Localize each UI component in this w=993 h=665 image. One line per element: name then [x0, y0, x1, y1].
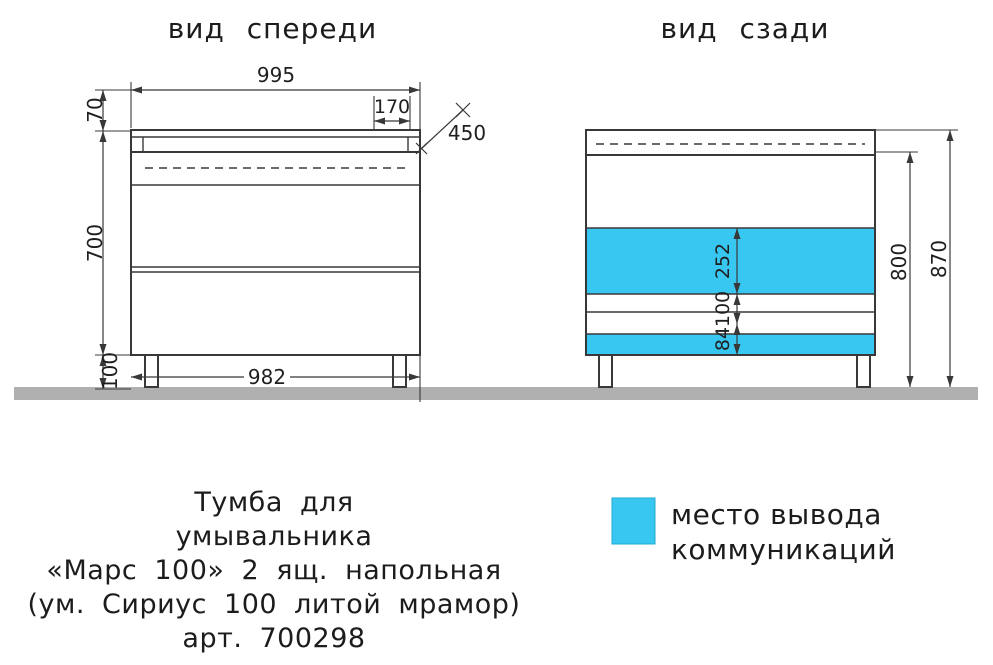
legend-swatch — [611, 497, 656, 545]
caption-line-4: (ум. Сириус 100 литой мрамор) — [27, 589, 521, 620]
label-backplate — [244, 366, 290, 387]
communication-zone-upper — [587, 228, 874, 294]
legend: место вывода коммуникаций — [611, 497, 896, 567]
cabinet-back — [585, 129, 876, 388]
countertop-front — [130, 129, 421, 153]
communication-zone-lower — [587, 334, 874, 355]
leg-front-left — [144, 354, 159, 388]
leg-front-right — [392, 354, 407, 388]
cabinet-front — [130, 129, 421, 388]
caption-line-3: «Марс 100» 2 ящ. напольная — [46, 555, 502, 586]
countertop-back — [585, 129, 876, 156]
ground-line — [14, 387, 978, 400]
dim-label-top-height: 70 — [83, 97, 107, 122]
dim-label-cutout-gap: 100 — [712, 291, 734, 327]
cabinet-front-body — [130, 151, 421, 356]
back-extension-lines — [875, 129, 958, 153]
leg-back-right — [856, 354, 871, 388]
leg-back-left — [598, 354, 613, 388]
front-view-title: вид спереди — [167, 12, 378, 45]
dim-label-basin-offset: 170 — [374, 96, 410, 118]
back-view-drawing — [585, 129, 958, 388]
depth-dimension-oblique — [415, 102, 471, 155]
dim-label-body-height: 700 — [83, 224, 107, 262]
dim-label-cutout-lower: 84 — [712, 327, 734, 351]
back-view-title: вид сзади — [660, 12, 830, 45]
dim-label-width-top: 995 — [257, 63, 295, 87]
dim-label-depth: 450 — [448, 121, 486, 145]
dim-label-inner-height: 800 — [887, 243, 911, 281]
legend-label: место вывода коммуникаций — [671, 497, 896, 567]
drawing-svg: 995 70 170 450 700 100 982 — [14, 63, 978, 402]
dim-label-total-height: 870 — [927, 240, 951, 278]
dim-label-cutout-height: 252 — [712, 243, 734, 279]
caption-line-5: арт. 700298 — [182, 623, 366, 654]
legend-label-line-2: коммуникаций — [671, 533, 896, 566]
front-view-drawing — [95, 82, 471, 402]
caption-line-2: умывальника — [175, 521, 373, 552]
dim-label-width-bottom: 982 — [248, 365, 286, 389]
dim-label-leg-height: 100 — [98, 352, 122, 390]
legend-label-line-1: место вывода — [671, 498, 882, 531]
caption-line-1: Тумба для — [194, 487, 354, 518]
product-caption: Тумба для умывальника «Марс 100» 2 ящ. н… — [0, 486, 548, 656]
back-dimension-lines — [733, 130, 954, 387]
cabinet-back-body — [585, 154, 876, 356]
